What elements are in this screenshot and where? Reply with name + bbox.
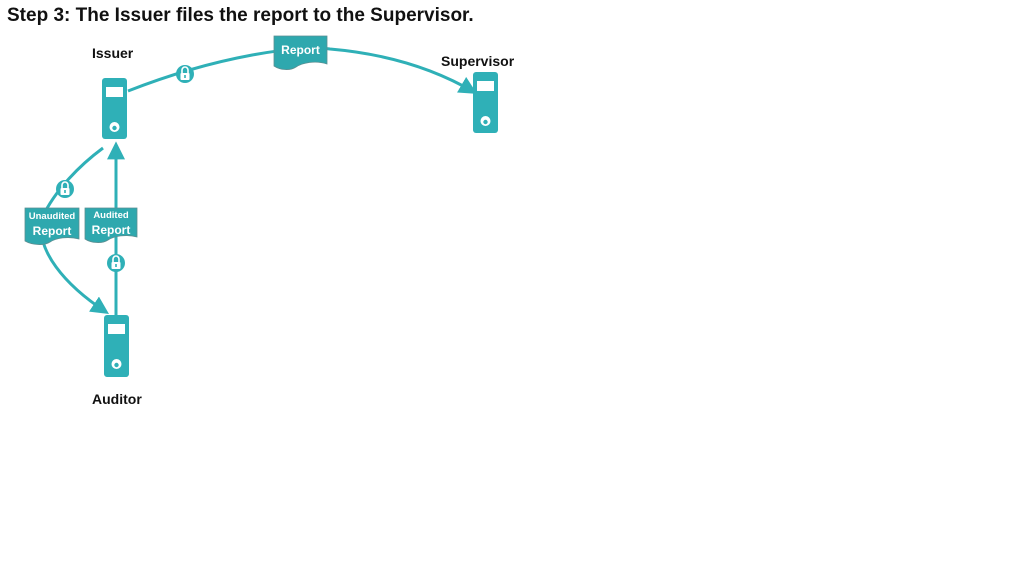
auditor-label: Auditor [92, 391, 142, 407]
supervisor-server-icon [473, 72, 498, 133]
issuer-to-supervisor-arrow [127, 46, 478, 94]
audited-doc-label-top: Audited [93, 210, 129, 221]
lock-icon [107, 254, 125, 272]
unaudited-doc-label-top: Unaudited [29, 211, 76, 222]
unaudited-report-document-icon: Unaudited Report [24, 207, 80, 245]
lock-icon [56, 180, 74, 198]
unaudited-doc-label-bottom: Report [33, 224, 72, 238]
report-doc-label: Report [281, 43, 320, 57]
issuer-server-icon [102, 78, 127, 139]
audited-report-document-icon: Audited Report [84, 207, 138, 243]
lock-icon [176, 65, 194, 83]
issuer-label: Issuer [92, 45, 134, 61]
page-title: Step 3: The Issuer files the report to t… [7, 5, 474, 26]
auditor-server-icon [104, 315, 129, 377]
supervisor-label: Supervisor [441, 53, 515, 69]
audited-doc-label-bottom: Report [92, 223, 131, 237]
report-document-icon: Report [273, 35, 328, 70]
